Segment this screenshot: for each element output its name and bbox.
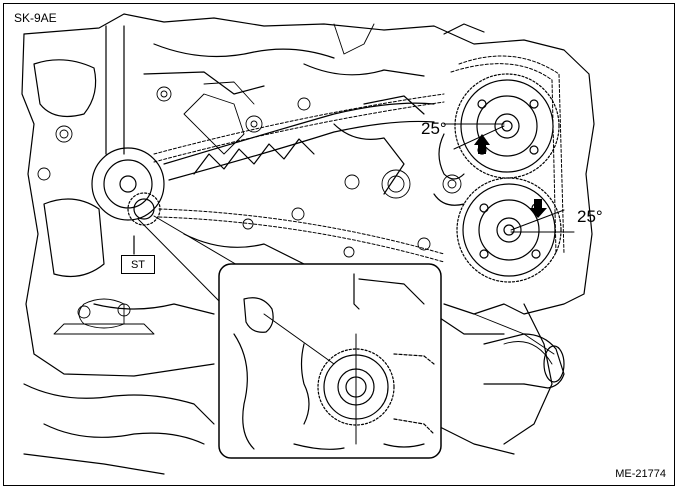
angle-reference-lines xyxy=(443,123,575,233)
engine-block-outline xyxy=(21,13,595,475)
special-tool-label: ST xyxy=(121,255,155,274)
engine-timing-drawing xyxy=(21,13,595,475)
engine-detail-lines xyxy=(37,23,555,365)
figure-frame: SK-9AE ST 25° 25° ME-21774 xyxy=(3,3,675,486)
water-pipe xyxy=(483,333,565,389)
angle-label-lower: 25° xyxy=(577,207,603,226)
angle-label-upper: 25° xyxy=(421,119,447,138)
arrow-down-icon xyxy=(529,199,547,218)
sheet-code: SK-9AE xyxy=(14,11,57,25)
detail-inset xyxy=(218,263,442,459)
chain-guide xyxy=(163,102,435,181)
upper-cam-sprocket xyxy=(454,73,560,179)
lower-cam-sprocket xyxy=(456,177,562,283)
figure-id: ME-21774 xyxy=(615,468,666,480)
detail-callout-lines xyxy=(137,215,245,305)
timing-chain xyxy=(153,55,565,263)
crank-tool xyxy=(91,25,165,255)
arrow-up-icon xyxy=(474,134,490,154)
